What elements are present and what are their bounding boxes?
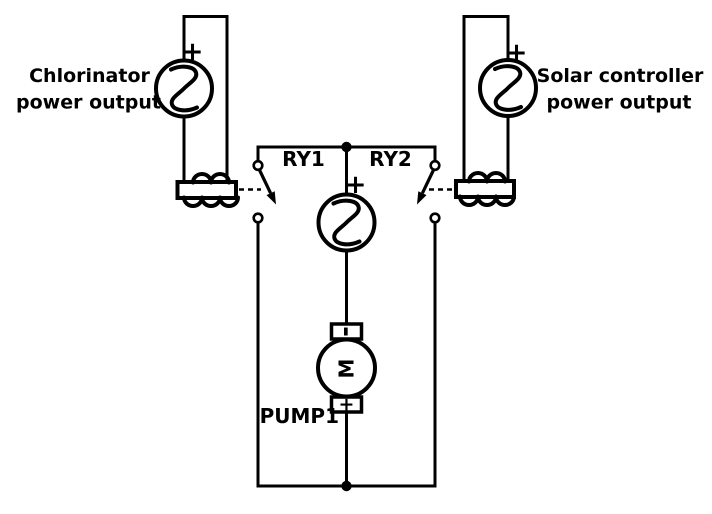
relay-switch-ry1 bbox=[252, 159, 276, 224]
solar-label-line1: Solar controller bbox=[537, 65, 704, 87]
wire-chlorinator-loop bbox=[182, 15, 229, 183]
chlorinator-label-line1: Chlorinator bbox=[29, 65, 150, 87]
sine-wave-icon bbox=[493, 64, 523, 112]
ac-source-solar: + bbox=[478, 38, 538, 118]
solar-label-line2: power output bbox=[547, 92, 692, 114]
plus-polarity-mark: + bbox=[182, 37, 204, 67]
relay-coil-body bbox=[175, 180, 238, 200]
junction-dot-bottom bbox=[341, 480, 352, 492]
switch-arrowhead-icon bbox=[417, 191, 427, 205]
coil-bottom-loops-icon bbox=[182, 195, 240, 208]
ac-source-pump-supply: + bbox=[316, 170, 377, 253]
coil-top-loops-icon bbox=[467, 171, 507, 184]
junction-dot-top bbox=[341, 141, 352, 153]
relay-switch-ry2 bbox=[417, 159, 441, 224]
relay-coil-ry1 bbox=[175, 172, 240, 208]
coil-top-loops-icon bbox=[191, 172, 231, 185]
motor-circle bbox=[316, 337, 377, 399]
switch-contact-top bbox=[252, 159, 264, 172]
switch-blade bbox=[420, 169, 435, 194]
ac-source-chlorinator: + bbox=[154, 37, 214, 119]
plus-polarity-mark: + bbox=[339, 394, 355, 416]
plus-polarity-mark: + bbox=[506, 38, 528, 68]
plus-polarity-mark: + bbox=[345, 170, 367, 200]
sine-wave-icon bbox=[331, 198, 362, 247]
coil-bottom-loops-icon bbox=[458, 194, 516, 207]
wire-solar-loop bbox=[462, 15, 510, 182]
pump-label: PUMP1 bbox=[260, 404, 339, 428]
chlorinator-label-line2: power output bbox=[16, 92, 161, 114]
sine-wave-icon bbox=[169, 64, 199, 113]
switch-arrowhead-icon bbox=[266, 191, 276, 205]
switch-blade bbox=[258, 169, 273, 194]
relay-coil-ry2 bbox=[454, 171, 516, 207]
pump-motor: - + M bbox=[316, 322, 377, 416]
minus-polarity-mark: - bbox=[332, 326, 362, 337]
switch-contact-top bbox=[429, 159, 441, 172]
relay-ry1-label: RY1 bbox=[282, 147, 325, 171]
relay-ry2-label: RY2 bbox=[369, 147, 412, 171]
motor-letter: M bbox=[335, 359, 359, 379]
switch-contact-bottom bbox=[252, 212, 264, 224]
switch-contact-bottom bbox=[429, 212, 441, 224]
